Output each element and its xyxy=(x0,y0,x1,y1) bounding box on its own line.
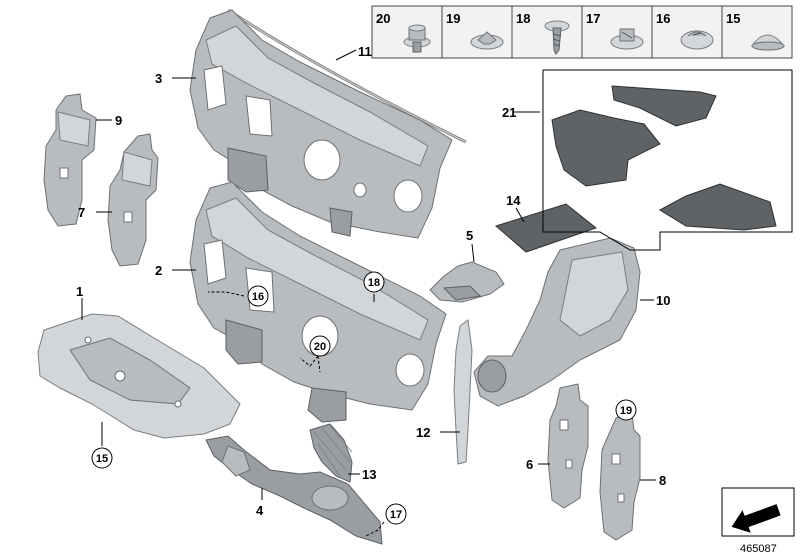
callout-7: 7 xyxy=(78,205,85,220)
kit-21-box xyxy=(542,69,793,251)
callout-3: 3 xyxy=(155,71,162,86)
callout-8: 8 xyxy=(659,473,666,488)
mesh-pad-part-13 xyxy=(309,423,353,483)
tunnel-insulation-part-4 xyxy=(205,435,383,545)
callout-12: 12 xyxy=(416,425,430,440)
circled-callout-17: 17 xyxy=(385,503,407,525)
callout-11: 11 xyxy=(358,44,372,59)
callout-2: 2 xyxy=(155,263,162,278)
strip-label-18: 18 xyxy=(516,11,530,26)
spring-clip-icon xyxy=(470,31,504,50)
side-panel-part-6 xyxy=(547,383,589,509)
hex-nut-icon xyxy=(403,24,431,53)
circled-callout-18: 18 xyxy=(363,271,385,293)
orientation-arrow-icon xyxy=(721,487,795,537)
side-panel-part-8 xyxy=(599,413,641,541)
callout-5: 5 xyxy=(466,228,473,243)
leader-lines xyxy=(81,49,656,537)
callout-21: 21 xyxy=(502,105,516,120)
svg-text:16: 16 xyxy=(252,291,264,303)
screw-icon xyxy=(544,20,570,55)
callout-14: 14 xyxy=(506,193,521,208)
callout-10: 10 xyxy=(656,293,670,308)
strip-label-15: 15 xyxy=(726,11,740,26)
strip-label-17: 17 xyxy=(586,11,600,26)
callout-13: 13 xyxy=(362,467,376,482)
callout-4: 4 xyxy=(256,503,264,518)
circled-callout-16: 16 xyxy=(247,285,269,307)
dome-plug-icon xyxy=(751,34,786,51)
strip-label-20: 20 xyxy=(376,11,390,26)
callout-9: 9 xyxy=(115,113,122,128)
svg-text:15: 15 xyxy=(96,453,108,465)
circled-callout-20: 20 xyxy=(309,335,331,357)
side-panel-part-7 xyxy=(107,133,159,267)
circled-callout-15: 15 xyxy=(91,447,113,469)
wheelhouse-insulation-part-10 xyxy=(473,237,641,407)
cap-icon xyxy=(680,30,714,50)
catalog-number: 465087 xyxy=(740,543,777,555)
callout-1: 1 xyxy=(76,284,83,299)
speed-nut-icon xyxy=(610,28,644,50)
strip-label-16: 16 xyxy=(656,11,670,26)
circled-callout-19: 19 xyxy=(615,399,637,421)
fastener-strip: 20 19 18 17 16 15 xyxy=(371,5,793,59)
side-panel-part-9 xyxy=(43,93,97,227)
floor-panel-part-1 xyxy=(37,313,241,439)
callout-6: 6 xyxy=(526,457,533,472)
bulkhead-insulation-part-3 xyxy=(189,9,453,239)
svg-text:19: 19 xyxy=(620,405,632,417)
strip-part-12 xyxy=(453,319,473,465)
svg-text:18: 18 xyxy=(368,277,380,289)
strip-label-19: 19 xyxy=(446,11,460,26)
svg-text:20: 20 xyxy=(314,341,326,353)
bracket-part-5 xyxy=(429,261,505,303)
svg-text:17: 17 xyxy=(390,509,402,521)
